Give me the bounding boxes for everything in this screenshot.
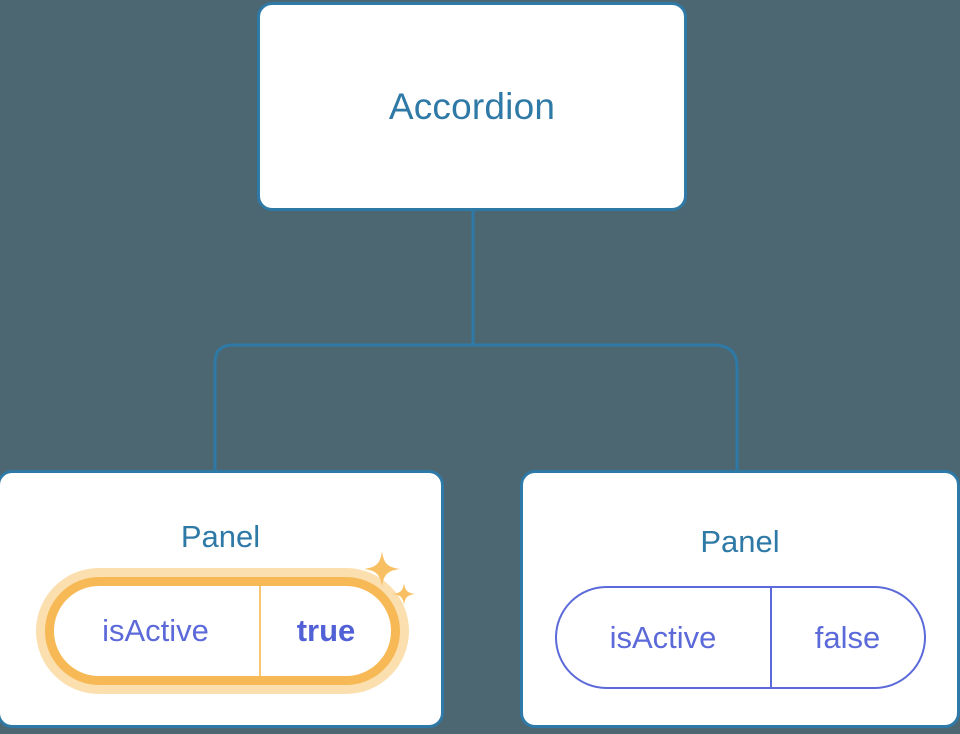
node-panel-active-title: Panel <box>180 519 261 554</box>
node-panel-active[interactable]: Panel isActive true <box>0 470 444 728</box>
prop-value-isactive: true <box>296 613 356 648</box>
node-accordion[interactable]: Accordion <box>257 2 687 211</box>
prop-key-isactive: isActive <box>54 586 261 676</box>
connector-branch-bus <box>213 343 739 472</box>
node-panel-inactive[interactable]: Panel isActive false <box>520 470 960 728</box>
node-panel-inactive-title: Panel <box>700 524 780 559</box>
sparkle-small-icon <box>393 583 415 605</box>
prop-key-isactive: isActive <box>557 588 772 687</box>
prop-pill-isactive-true[interactable]: isActive true <box>45 577 400 685</box>
prop-value-isactive: false <box>814 619 881 655</box>
prop-pill-isactive-false[interactable]: isActive false <box>554 586 926 689</box>
node-accordion-title: Accordion <box>388 86 556 127</box>
